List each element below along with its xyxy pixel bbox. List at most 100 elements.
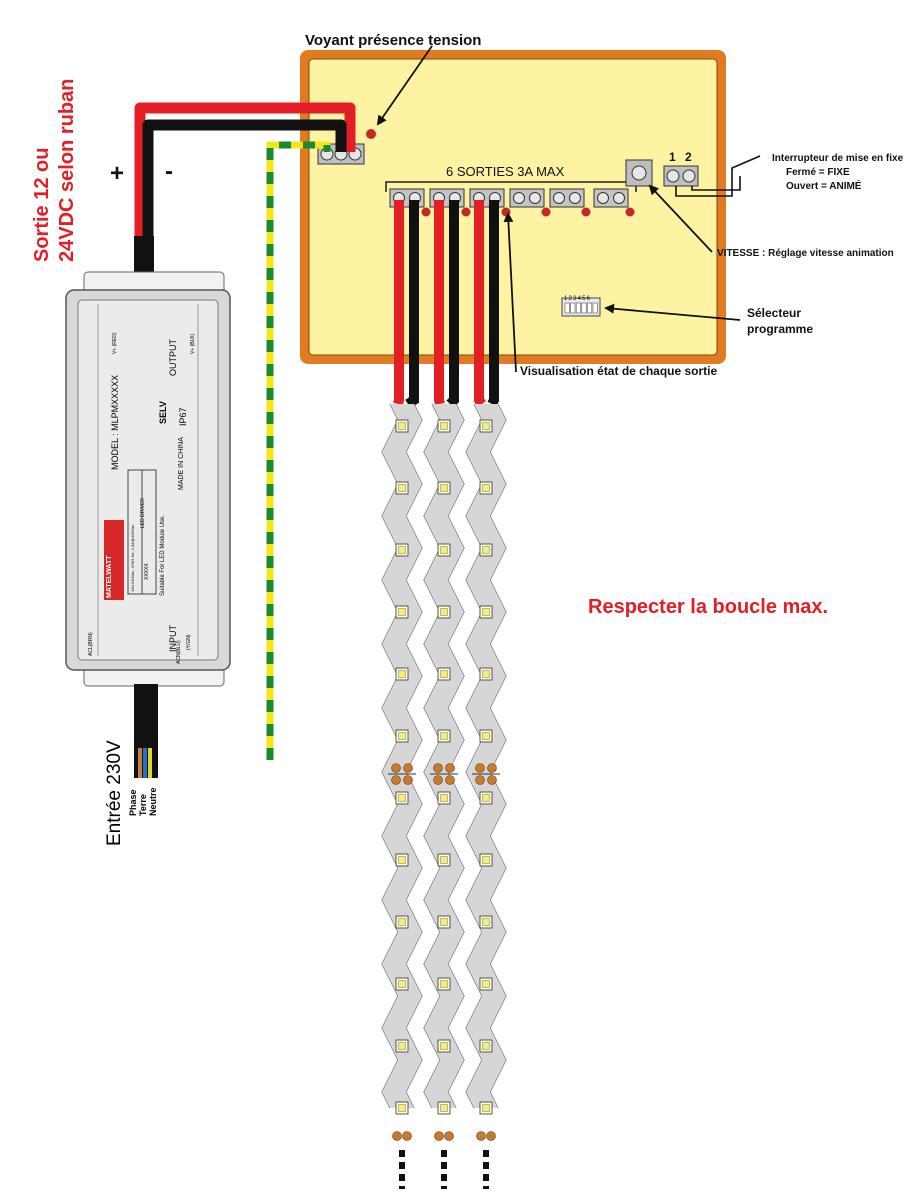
dip-switch xyxy=(581,302,587,314)
led-die xyxy=(398,856,406,864)
solder-pad xyxy=(391,763,401,773)
switch-terminal xyxy=(663,165,699,187)
dip-switch xyxy=(587,302,593,314)
wire-phase: Phase xyxy=(128,789,138,816)
led-die xyxy=(440,422,448,430)
strip-segment xyxy=(424,628,456,660)
driver-brand: MATELWATT xyxy=(106,555,113,598)
strip-segment xyxy=(424,436,456,468)
led-die xyxy=(398,918,406,926)
switch-open-label: Ouvert = ANIMÉ xyxy=(786,181,862,192)
terminal-screw xyxy=(569,192,581,204)
led-strip xyxy=(423,403,465,1193)
led-die xyxy=(482,422,490,430)
red-output-wire xyxy=(434,200,445,406)
solder-pad xyxy=(445,763,455,773)
led-die xyxy=(440,546,448,554)
led-die xyxy=(440,794,448,802)
strip-segment xyxy=(382,564,414,596)
led-die xyxy=(482,484,490,492)
led-die xyxy=(482,1042,490,1050)
solder-pad xyxy=(392,1131,402,1141)
driver-input-spec: 100-240Vac, 47/63 Hz, 1.5A@100Vac xyxy=(130,524,135,592)
solder-pad xyxy=(487,775,497,785)
dip-switch xyxy=(564,302,570,314)
led-die xyxy=(440,856,448,864)
led-die xyxy=(482,918,490,926)
strip-segment xyxy=(382,500,414,532)
strip-segment xyxy=(466,628,498,660)
switch-closed-label: Fermé = FIXE xyxy=(786,167,850,178)
continuation-dot xyxy=(399,1162,405,1169)
solder-pad xyxy=(487,763,497,773)
strip-segment xyxy=(466,1012,498,1044)
output-status-led xyxy=(625,207,635,217)
continuation-dot xyxy=(441,1174,447,1181)
led-die xyxy=(440,670,448,678)
strip-segment xyxy=(424,564,456,596)
dip-switch xyxy=(570,302,576,314)
led-die xyxy=(482,1104,490,1112)
driver-model: MODEL : MLPMXXXXX xyxy=(110,374,120,470)
solder-pad xyxy=(475,763,485,773)
led-die xyxy=(440,1104,448,1112)
continuation-dot xyxy=(483,1150,489,1157)
output-voltage-line2: 24VDC selon ruban xyxy=(56,78,78,262)
black-output-wire xyxy=(446,200,459,408)
dip-switch xyxy=(575,302,581,314)
driver-suitable: Suitable For LED Module Use. xyxy=(160,514,166,596)
led-driver xyxy=(65,236,231,778)
solder-pad xyxy=(475,775,485,785)
led-die xyxy=(482,670,490,678)
strip-segment xyxy=(424,948,456,980)
strip-segment xyxy=(382,1012,414,1044)
black-output-wire xyxy=(405,200,419,409)
status-label: Visualisation état de chaque sortie xyxy=(520,364,718,378)
wire-neutre: Neutre xyxy=(148,787,158,816)
strip-segment xyxy=(424,692,456,724)
led-die xyxy=(482,732,490,740)
strip-segment xyxy=(466,1076,498,1108)
solder-pad xyxy=(403,775,413,785)
led-die xyxy=(398,1104,406,1112)
switch-wiring xyxy=(675,155,761,197)
wire-terre: Terre xyxy=(138,794,148,816)
continuation-dot xyxy=(441,1150,447,1157)
led-die xyxy=(440,732,448,740)
driver-made-in: MADE IN CHINA xyxy=(178,437,185,490)
output-status-led xyxy=(501,207,511,217)
output-status-led xyxy=(421,207,431,217)
earth-wire xyxy=(266,141,331,760)
strip-segment xyxy=(466,884,498,916)
strip-segment xyxy=(466,692,498,724)
strip-segment xyxy=(424,1076,456,1108)
led-strips xyxy=(381,403,507,1193)
led-strip xyxy=(381,403,423,1193)
led-strip xyxy=(465,403,507,1193)
strip-segment xyxy=(382,692,414,724)
continuation-dot xyxy=(399,1174,405,1181)
driver-acl: ACL(BRN) xyxy=(88,632,94,656)
driver-ip: IP67 xyxy=(178,407,188,426)
output-status-led xyxy=(581,207,591,217)
switch-term-2: 2 xyxy=(685,150,692,164)
output-wires xyxy=(393,200,499,409)
driver-ylgn: (Y/GN) xyxy=(186,634,192,650)
driver-selv: SELV xyxy=(158,401,168,424)
led-die xyxy=(440,608,448,616)
solder-pad xyxy=(391,775,401,785)
supply-wires xyxy=(134,102,356,276)
led-die xyxy=(482,794,490,802)
strip-segment xyxy=(424,820,456,852)
strip-segment xyxy=(466,948,498,980)
led-die xyxy=(398,422,406,430)
red-output-wire xyxy=(393,200,404,406)
switch-label: Interrupteur de mise en fixe xyxy=(772,153,904,164)
strip-segment xyxy=(466,564,498,596)
solder-pad xyxy=(486,1131,496,1141)
solder-pad xyxy=(444,1131,454,1141)
led-die xyxy=(440,918,448,926)
driver-acn: ACN(BLU) xyxy=(176,640,182,664)
